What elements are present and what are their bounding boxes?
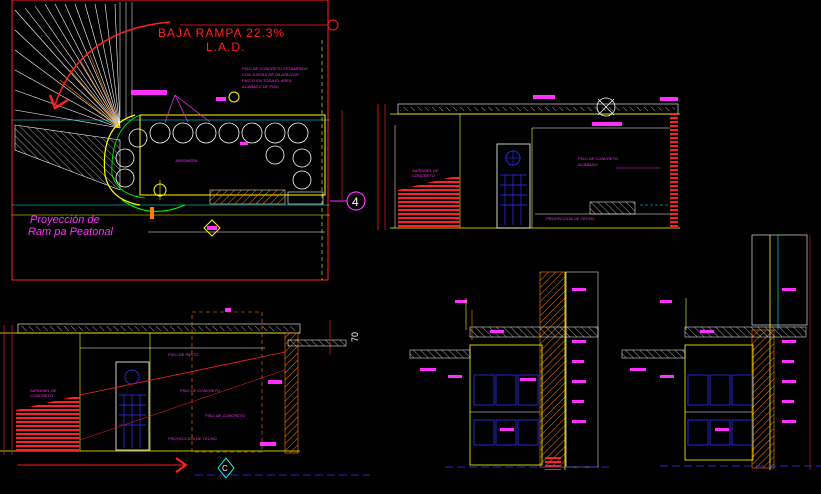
- door-elevation-top: [496, 143, 531, 229]
- top-elevation-view: SARDINEL DE CONCRETO PISO DE CONCRETO AC…: [377, 95, 680, 230]
- door-elevation-bottom: [115, 361, 150, 451]
- bottom-elevation-view: 70 SARDINEL DE CONCRETO PISO DE PASTO PI…: [0, 308, 370, 479]
- svg-text:PISO DE CONCRETO: PISO DE CONCRETO: [180, 388, 220, 393]
- ramp-plan-view: BAJA RAMPA 22.3% L.A.D. PISO DE CONCRETO: [11, 0, 366, 281]
- section-symbol-a: [228, 91, 240, 103]
- svg-text:PROYECCION DE TECHO: PROYECCION DE TECHO: [546, 216, 595, 221]
- section-detail-1: [409, 271, 610, 470]
- plan-frame: [11, 0, 329, 281]
- axis-marker-hex: [217, 457, 235, 479]
- ramp-title-line2: L.A.D.: [206, 40, 245, 54]
- ramp-title-line1: BAJA RAMPA 22.3%: [158, 26, 285, 40]
- svg-text:PISO DE CONCRETO: PISO DE CONCRETO: [205, 413, 245, 418]
- svg-text:PISO DE CONCRETO: PISO DE CONCRETO: [578, 156, 618, 161]
- svg-text:SARDINEL DE: SARDINEL DE: [412, 168, 439, 173]
- svg-text:PISO DE CONCRETO ESTAMPADO: PISO DE CONCRETO ESTAMPADO: [242, 66, 308, 71]
- ramp-section-fill-top: [398, 175, 460, 228]
- svg-text:ACABADO DE PISO: ACABADO DE PISO: [241, 84, 279, 89]
- ramp-direction-arrow: [54, 21, 171, 106]
- projection-label-line1: Proyección de: [30, 214, 100, 226]
- section-marker-4-label: 4: [352, 195, 359, 209]
- svg-text:PISO DE PASTO: PISO DE PASTO: [168, 352, 199, 357]
- svg-text:JARDINERA: JARDINERA: [174, 158, 198, 163]
- section-detail-2: [621, 234, 821, 470]
- projection-label-line2: Ram pa Peatonal: [28, 226, 114, 238]
- axis-marker-label: C: [222, 464, 228, 473]
- svg-text:CONCRETO: CONCRETO: [412, 173, 435, 178]
- svg-text:CON JUNTAS DE DILATACION: CON JUNTAS DE DILATACION: [242, 72, 299, 77]
- svg-text:PROYECCION DE TECHO: PROYECCION DE TECHO: [168, 436, 217, 441]
- svg-text:SARDINEL DE: SARDINEL DE: [30, 388, 57, 393]
- dimension-70: 70: [350, 332, 360, 342]
- planter-circles: [115, 122, 312, 190]
- svg-text:ACABADO: ACABADO: [577, 162, 598, 167]
- ramp-section-fill-bottom: [16, 395, 80, 451]
- svg-text:CONCRETO: CONCRETO: [30, 393, 53, 398]
- svg-text:PASTO EN TODA EL AREA: PASTO EN TODA EL AREA: [242, 78, 292, 83]
